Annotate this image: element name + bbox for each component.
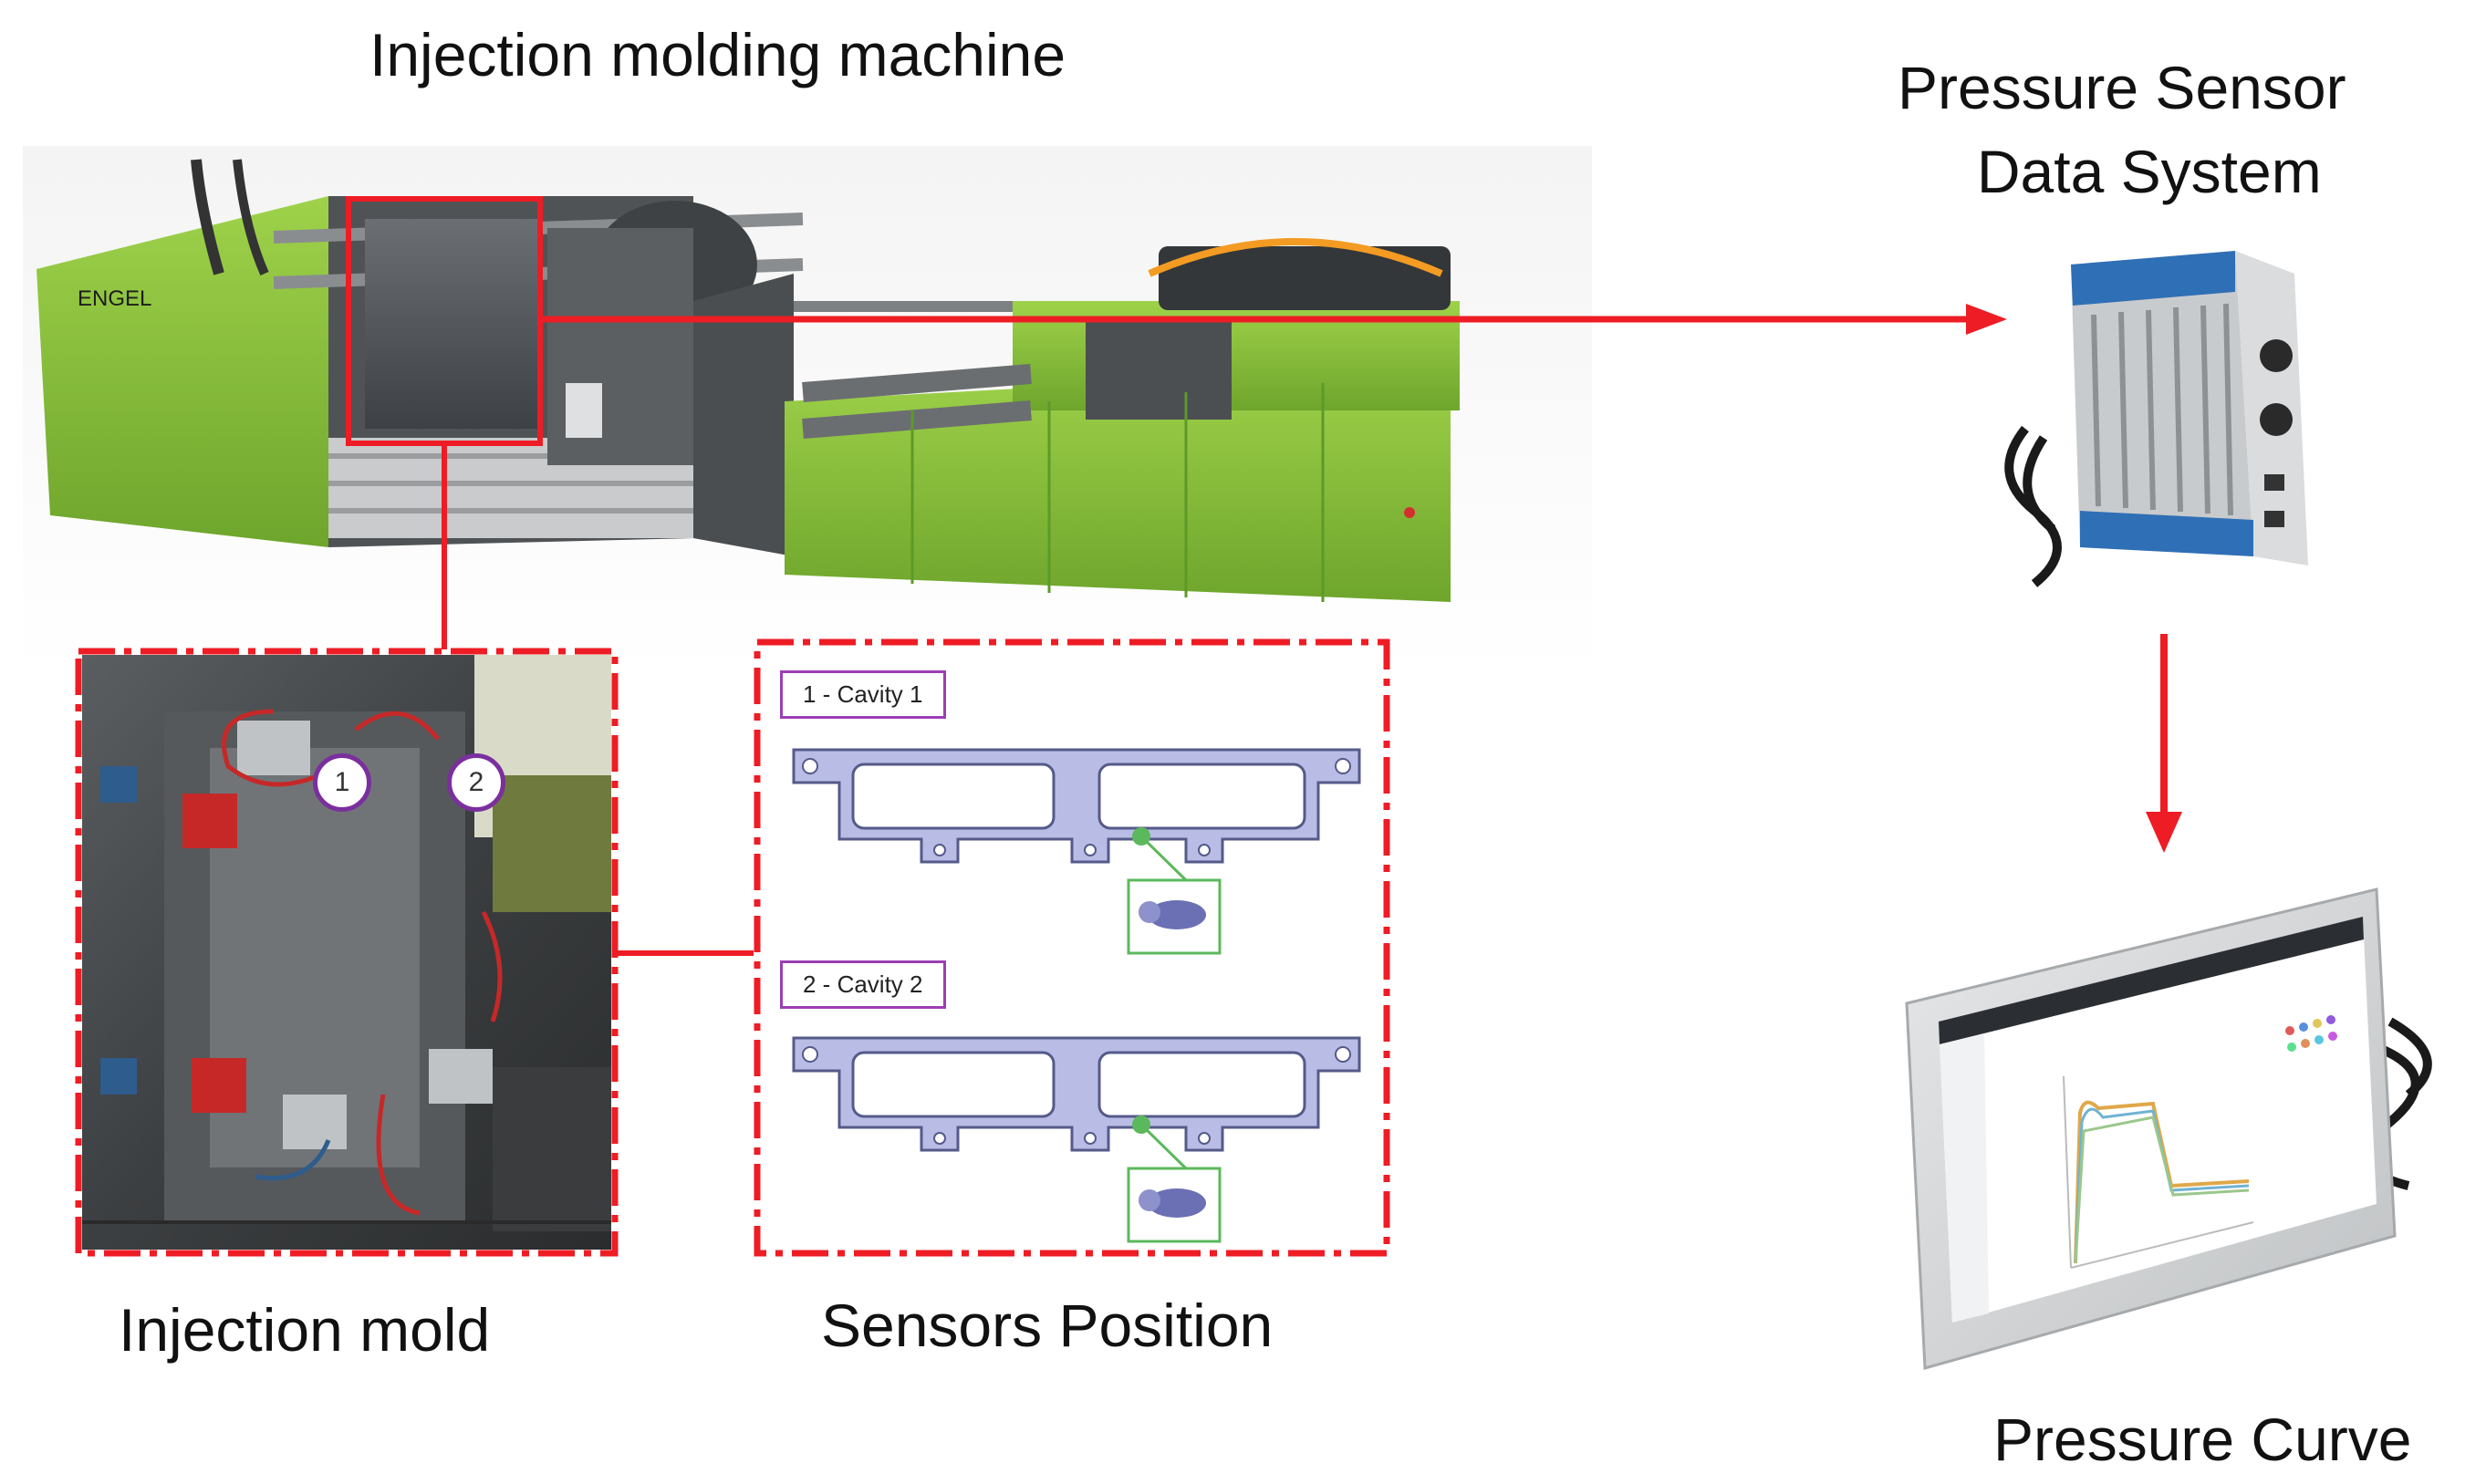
injection-molding-machine-icon: ENGEL <box>23 146 1592 675</box>
pressure-sensor-box-icon <box>2004 251 2308 587</box>
machine-brand: ENGEL <box>78 286 151 311</box>
mold-badge-2: 2 <box>447 753 505 812</box>
machine-title: Injection molding machine <box>369 21 1066 88</box>
mold-title: Injection mold <box>119 1296 491 1364</box>
arrow-machine-to-sensor <box>540 304 2007 335</box>
arrow-sensor-to-monitor <box>2146 634 2182 853</box>
sensor-system-title: Pressure Sensor Data System <box>1898 46 2346 213</box>
sensors-position-frame <box>754 638 1390 1257</box>
mold-badge-1: 1 <box>313 753 371 812</box>
cavity-2-part <box>792 1036 1361 1243</box>
pressure-curve-title: Pressure Curve <box>1993 1406 2412 1473</box>
cavity-1-part <box>792 748 1361 955</box>
sensor-title-line-1: Pressure Sensor <box>1898 54 2346 121</box>
injection-mold-photo <box>82 655 611 1250</box>
monitor-icon <box>1905 887 2432 1370</box>
pressure-curve-chart <box>2063 1075 2254 1269</box>
cavity-2-label: 2 - Cavity 2 <box>780 960 946 1009</box>
sensors-position-title: Sensors Position <box>821 1292 1274 1359</box>
clamp-unit-guard <box>36 196 328 547</box>
mold-area <box>365 219 538 429</box>
sensor-title-line-2: Data System <box>1976 138 2322 205</box>
cable-chain <box>1159 246 1451 310</box>
cavity-1-label: 1 - Cavity 1 <box>780 670 946 719</box>
